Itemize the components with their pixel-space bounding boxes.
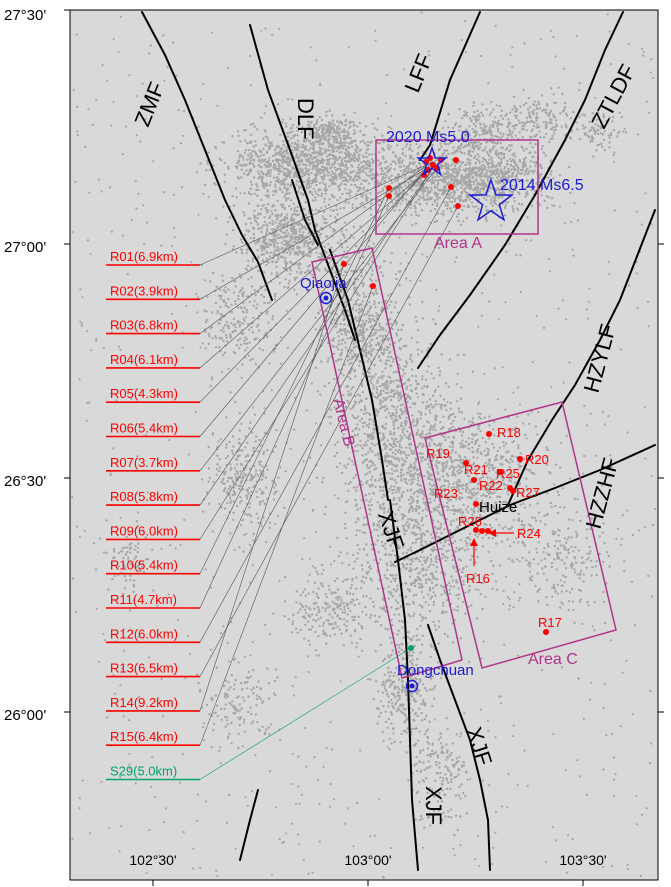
station-label-r20: R20	[525, 452, 549, 467]
place-qiaojia-marker	[319, 291, 333, 305]
fault-trace-xjf-east	[427, 624, 491, 871]
station-point	[463, 460, 469, 466]
station-point	[386, 193, 392, 199]
place-dongchuan-label: Dongchuan	[397, 662, 474, 679]
fault-trace-hzylf	[507, 209, 656, 506]
legend-label-r14: R14(9.2km)	[110, 695, 178, 710]
fault-trace-southwest	[239, 789, 259, 861]
legend-label-r10: R10(5.4km)	[110, 558, 178, 573]
legend-label-r12: R12(6.0km)	[110, 626, 178, 641]
station-label-r18: R18	[497, 425, 521, 440]
fault-trace-dlf-branch	[291, 179, 319, 246]
y-tick-label-1: 27°30'	[4, 7, 46, 24]
fault-trace-dlf	[249, 24, 356, 341]
station-point	[473, 501, 479, 507]
station-point	[543, 629, 549, 635]
legend-label-r09: R09(6.0km)	[110, 523, 178, 538]
station-point	[510, 488, 516, 494]
legend-label-r05: R05(4.3km)	[110, 386, 178, 401]
station-label-r22: R22	[479, 478, 503, 493]
legend-label-r15: R15(6.4km)	[110, 729, 178, 744]
quake-2014-label: 2014 Ms6.5	[500, 177, 584, 194]
station-leader-lines	[199, 161, 459, 780]
legend-label-r07: R07(3.7km)	[110, 455, 178, 470]
station-point	[370, 283, 376, 289]
station-label-r26: R26	[458, 514, 482, 529]
station-label-r23: R23	[434, 486, 458, 501]
fault-trace-ztldf	[417, 11, 624, 369]
station-point	[386, 185, 392, 191]
station-distance-legend: R01(6.9km) R02(3.9km) R03(6.8km) R04(6.1km)…	[106, 249, 200, 781]
area-c-label: Area C	[528, 651, 578, 668]
y-tick-label-4: 26°00'	[4, 707, 46, 724]
station-label-r25: R25	[496, 466, 520, 481]
quake-2020-star	[415, 145, 449, 177]
y-tick-label-3: 26°30'	[4, 473, 46, 490]
station-point	[473, 527, 479, 533]
station-point	[479, 528, 485, 534]
station-point	[517, 456, 523, 462]
quake-2020-label: 2020 Ms5.0	[386, 129, 470, 146]
area-a-box	[375, 139, 539, 235]
x-tick-label-2: 103°00'	[344, 852, 391, 868]
station-point	[455, 203, 461, 209]
axis-ticks	[64, 9, 664, 886]
station-point	[497, 469, 503, 475]
place-qiaojia-label: Qiaojia	[300, 275, 347, 292]
fault-trace-zmf	[141, 11, 273, 301]
area-b-box	[311, 247, 463, 679]
legend-label-r01: R01(6.9km)	[110, 249, 178, 264]
legend-label-r13: R13(6.5km)	[110, 661, 178, 676]
x-tick-label-3: 103°30'	[559, 852, 606, 868]
station-label-r24: R24	[517, 526, 541, 541]
station-point-s29	[408, 645, 414, 651]
station-point	[448, 184, 454, 190]
fault-trace-lff	[419, 11, 481, 161]
legend-label-r03: R03(6.8km)	[110, 318, 178, 333]
x-tick-label-1: 102°30'	[129, 852, 176, 868]
legend-label-r11: R11(4.7km)	[110, 592, 177, 607]
station-label-r19: R19	[426, 446, 450, 461]
station-point	[486, 431, 492, 437]
station-label-r16: R16	[466, 571, 490, 586]
place-dongchuan-marker	[405, 679, 419, 693]
legend-label-r06: R06(5.4km)	[110, 421, 178, 436]
y-tick-label-2: 27°00'	[4, 239, 46, 256]
station-label-r17: R17	[538, 615, 562, 630]
fault-label-dlf: DLF	[293, 98, 318, 140]
area-a-label: Area A	[434, 235, 482, 252]
legend-label-r08: R08(5.8km)	[110, 489, 178, 504]
fault-traces	[141, 11, 656, 871]
area-c-box	[424, 401, 617, 669]
quake-2014-star	[467, 177, 515, 222]
legend-label-r02: R02(3.9km)	[110, 283, 178, 298]
legend-label-s29: S29(5.0km)	[110, 764, 177, 779]
place-huize-label: Huize	[479, 499, 517, 516]
seismicity-layer	[71, 11, 657, 879]
study-areas	[311, 139, 617, 679]
fault-trace-hzzhf	[394, 444, 656, 563]
station-point	[453, 157, 459, 163]
fault-label-xjf-south: XJF	[421, 786, 446, 825]
station-label-r27: R27	[516, 485, 540, 500]
legend-label-r04: R04(6.1km)	[110, 352, 178, 367]
station-label-r21: R21	[464, 462, 488, 477]
station-point	[471, 477, 477, 483]
station-point	[341, 261, 347, 267]
